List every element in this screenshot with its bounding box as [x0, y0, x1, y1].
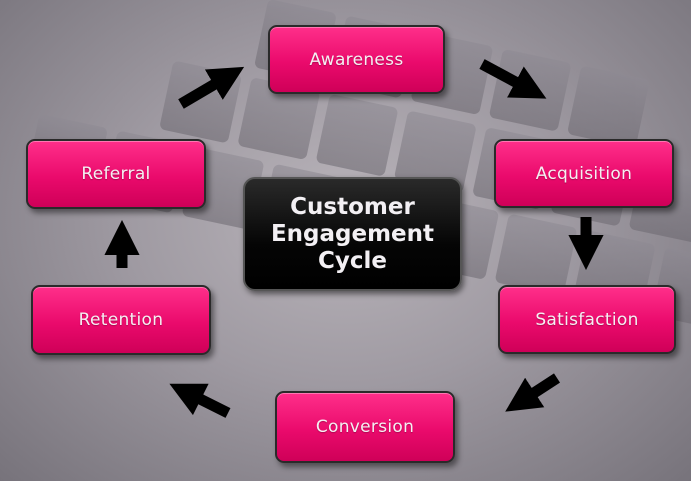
arrow-satisfaction-to-conversion: [505, 373, 560, 412]
arrow-awareness-to-acquisition: [479, 59, 547, 99]
stage-acquisition: Acquisition: [494, 139, 674, 208]
stage-satisfaction: Satisfaction: [498, 285, 676, 354]
stage-label: Acquisition: [535, 163, 633, 184]
stage-label: Awareness: [309, 49, 404, 70]
arrow-referral-to-awareness: [178, 66, 245, 109]
center-title-line-2: Engagement: [270, 220, 435, 247]
stage-referral: Referral: [26, 139, 206, 209]
center-title-line-1: Customer: [290, 193, 415, 220]
stage-retention: Retention: [31, 285, 211, 355]
stage-label: Retention: [78, 310, 164, 330]
stage-awareness: Awareness: [268, 25, 445, 94]
stage-label: Conversion: [315, 417, 415, 437]
stage-label: Referral: [81, 164, 151, 184]
stage-conversion: Conversion: [275, 391, 455, 463]
arrow-conversion-to-retention: [169, 383, 231, 418]
stage-label: Satisfaction: [535, 309, 639, 330]
center-title-box: Customer Engagement Cycle: [243, 177, 462, 291]
center-title-line-3: Cycle: [318, 247, 387, 274]
